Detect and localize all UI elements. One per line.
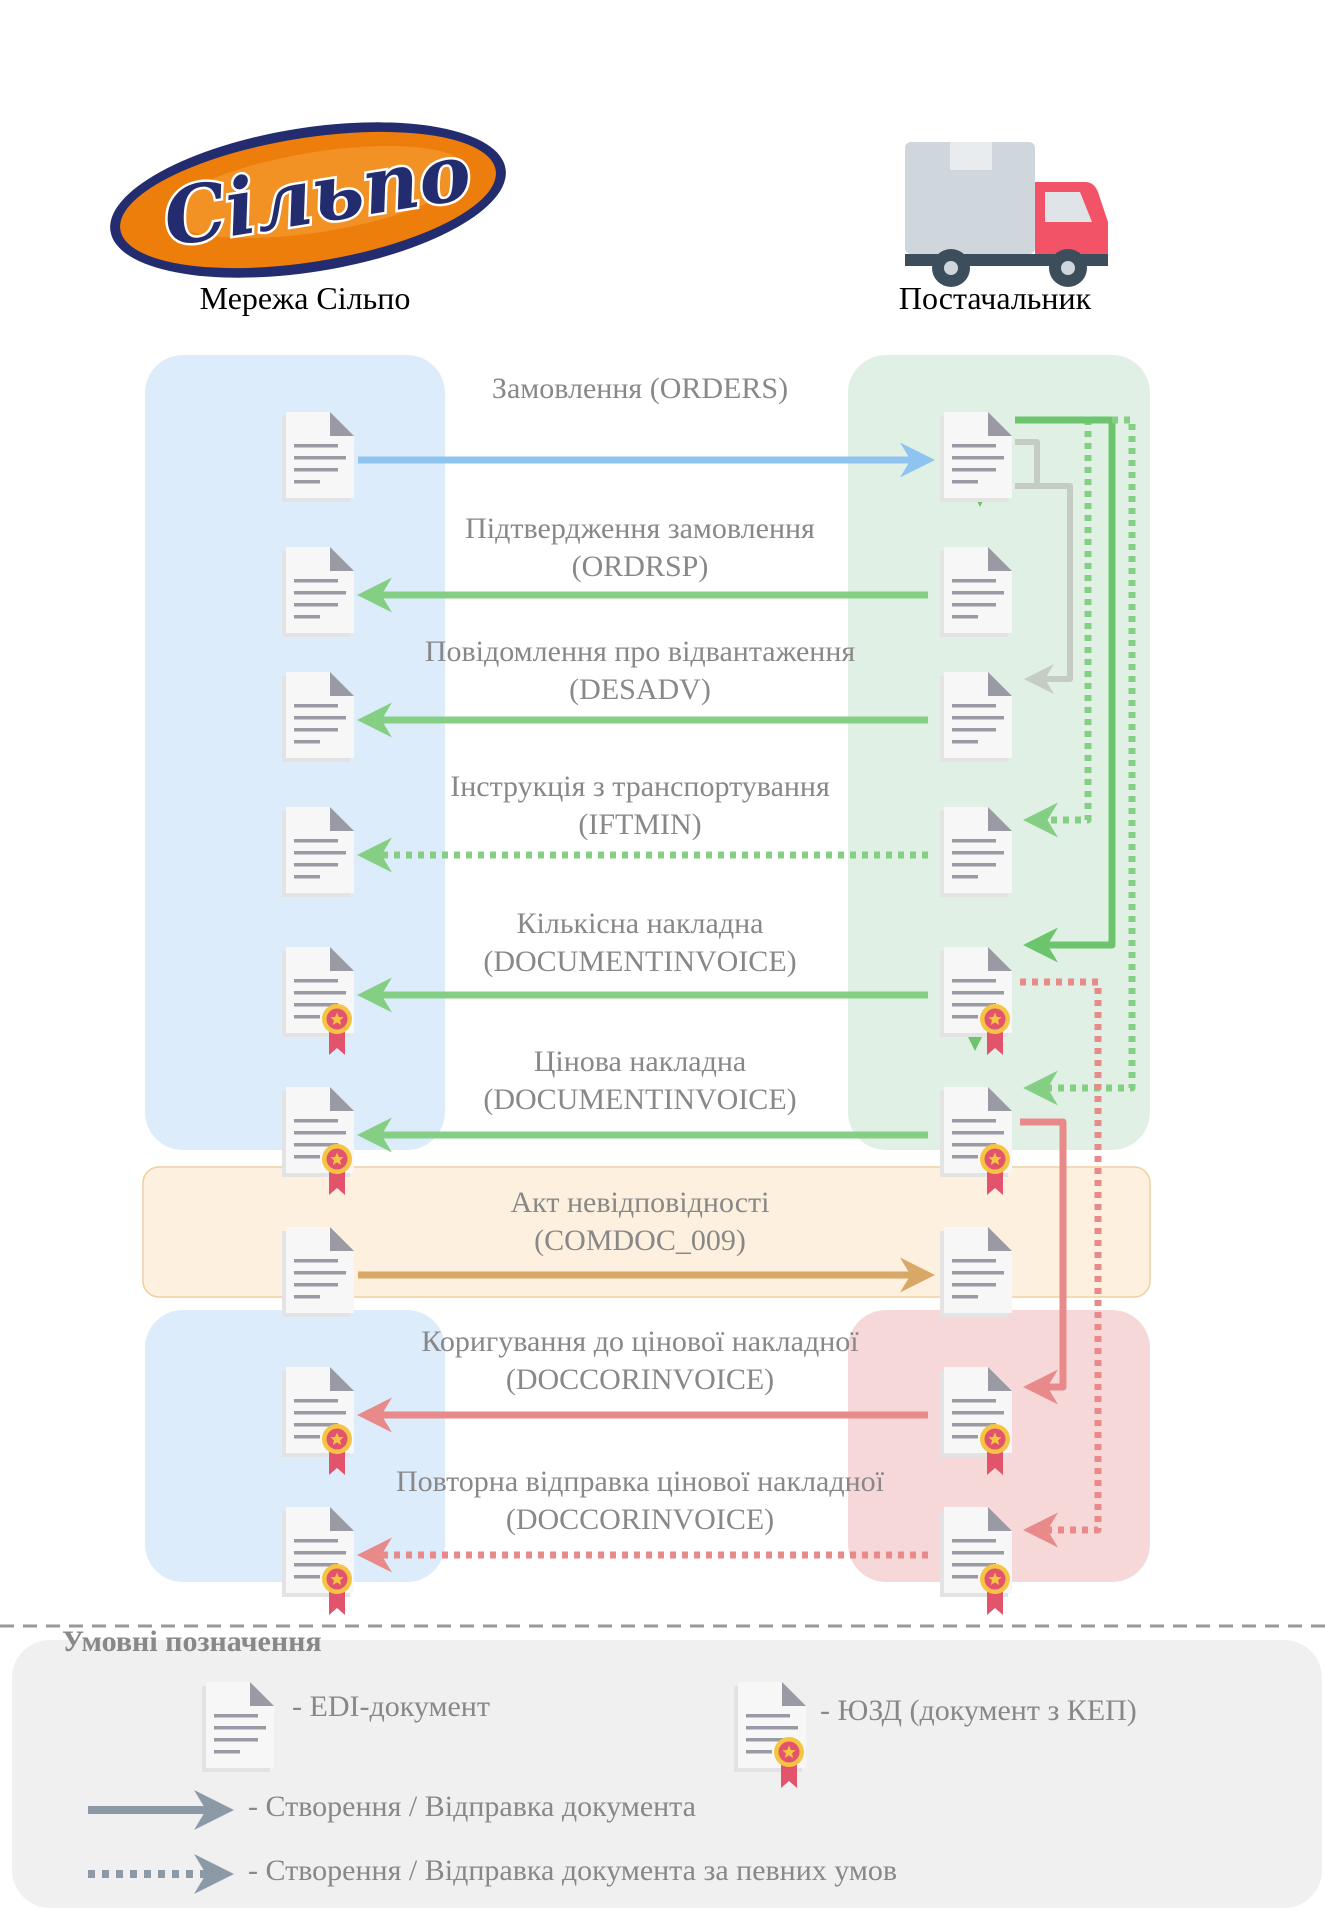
- legend-edi-doc-icon: [202, 1682, 274, 1772]
- message-title: Повідомлення про відвантаження: [424, 635, 856, 668]
- arrow-price-to-correction: [1020, 1118, 1067, 1405]
- supplier-orders-doc-icon: [940, 412, 1012, 502]
- message-code: (DOCUMENTINVOICE): [483, 945, 797, 978]
- label-price-invoice: Цінова накладна (DOCUMENTINVOICE): [340, 1043, 940, 1119]
- message-title: Повторна відправка цінової накладної: [395, 1465, 885, 1498]
- arrow-qty-to-resend: [1020, 978, 1102, 1548]
- nonconformity-zone: [142, 1166, 1151, 1298]
- label-comdoc: Акт невідповідності (COMDOC_009): [340, 1184, 940, 1260]
- arrow-orders-to-desadv: [1015, 439, 1073, 679]
- legend-signed-doc-label: - ЮЗД (документ з КЕП): [820, 1694, 1137, 1727]
- arrow-orders-to-price-invoice: [1023, 416, 1136, 1106]
- label-doccor: Коригування до цінової накладної (DOCCORI…: [340, 1323, 940, 1399]
- legend-send-conditional-label: - Створення / Відправка документа за пев…: [248, 1854, 898, 1887]
- label-orders: Замовлення (ORDERS): [340, 370, 940, 408]
- message-code: (COMDOC_009): [534, 1224, 746, 1257]
- message-title: Підтвердження замовлення: [465, 512, 815, 545]
- label-iftmin: Інструкція з транспортування (IFTMIN): [340, 768, 940, 844]
- message-title: Коригування до цінової накладної: [421, 1325, 859, 1358]
- truck-icon: [905, 142, 1108, 287]
- supplier-name: Постачальник: [898, 280, 1092, 316]
- supplier-comdoc-doc-icon: [940, 1227, 1012, 1317]
- label-ordrsp: Підтвердження замовлення (ORDRSP): [340, 510, 940, 586]
- buyer-orders-doc-icon: [282, 412, 354, 502]
- message-code: (DOCCORINVOICE): [505, 1363, 775, 1396]
- supplier-iftmin-doc-icon: [940, 807, 1012, 897]
- supplier-doccor-resend-seal-icon: [980, 1564, 1010, 1615]
- buyer-name: Мережа Сільпо: [199, 280, 411, 316]
- buyer-doccor-resend-seal-icon: [322, 1564, 352, 1615]
- label-qty-invoice: Кількісна накладна (DOCUMENTINVOICE): [340, 905, 940, 981]
- message-code: (DOCCORINVOICE): [505, 1503, 775, 1536]
- message-code: (DOCUMENTINVOICE): [483, 1083, 797, 1116]
- supplier-ordrsp-doc-icon: [940, 547, 1012, 637]
- message-title: Цінова накладна: [533, 1045, 747, 1078]
- message-title: Акт невідповідності: [510, 1186, 770, 1219]
- message-code: (DESADV): [569, 673, 711, 706]
- message-code: (ORDRSP): [571, 550, 709, 583]
- supplier-desadv-doc-icon: [940, 672, 1012, 762]
- message-title: Кількісна накладна: [516, 907, 764, 940]
- legend-panel: [12, 1640, 1322, 1908]
- arrow-orders-to-qty-invoice: [1015, 416, 1116, 963]
- label-doccor-resend: Повторна відправка цінової накладної (DOC…: [340, 1463, 940, 1539]
- label-desadv: Повідомлення про відвантаження (DESADV): [340, 633, 940, 709]
- message-title: Замовлення (ORDERS): [491, 372, 789, 405]
- message-code: (IFTMIN): [578, 808, 702, 841]
- legend-title: Умовні позначення: [62, 1625, 322, 1658]
- legend-send-label: - Створення / Відправка документа: [248, 1790, 696, 1823]
- message-title: Інструкція з транспортування: [450, 770, 830, 803]
- legend-edi-doc-label: - EDI-документ: [292, 1690, 490, 1723]
- silpo-logo: Сільпо: [110, 122, 506, 278]
